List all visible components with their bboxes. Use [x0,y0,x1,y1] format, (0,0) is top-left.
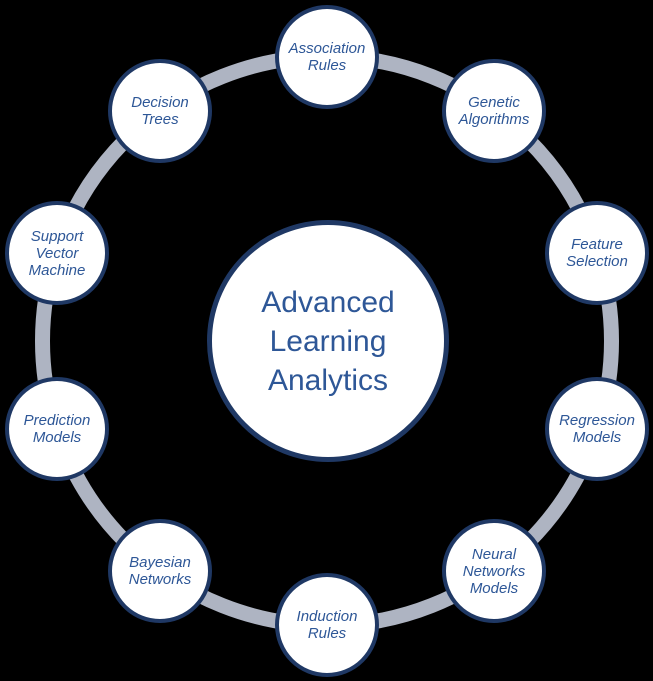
node-label: Decision Trees [131,94,189,128]
diagram-title: Advanced Learning Analytics [261,285,395,397]
node-support-vector-machine: Support Vector Machine [5,201,109,305]
node-label: Regression Models [559,412,635,446]
node-bayesian-networks: Bayesian Networks [108,519,212,623]
node-association-rules: Association Rules [275,5,379,109]
node-label: Genetic Algorithms [458,94,530,128]
node-label: Prediction Models [23,412,91,446]
center-node: Advanced Learning Analytics [207,220,449,462]
node-neural-networks-models: Neural Networks Models [442,519,546,623]
node-induction-rules: Induction Rules [275,573,379,677]
node-label: Induction Rules [296,608,358,642]
node-label: Association Rules [288,40,366,74]
node-genetic-algorithms: Genetic Algorithms [442,59,546,163]
node-label: Support Vector Machine [28,227,86,279]
node-feature-selection: Feature Selection [545,201,649,305]
node-decision-trees: Decision Trees [108,59,212,163]
node-prediction-models: Prediction Models [5,377,109,481]
node-regression-models: Regression Models [545,377,649,481]
node-label: Bayesian Networks [128,554,192,588]
node-label: Neural Networks Models [462,545,526,597]
node-label: Feature Selection [566,236,628,270]
